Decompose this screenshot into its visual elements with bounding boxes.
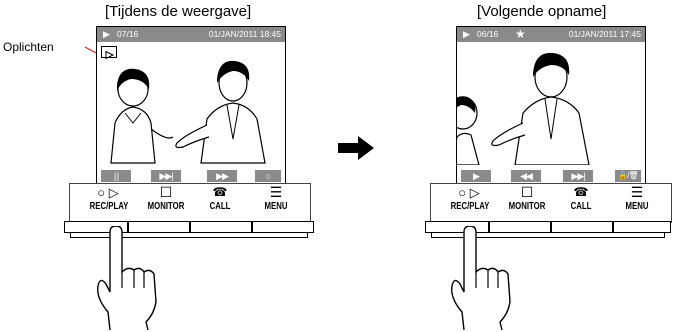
monitor-label: MONITOR [507, 201, 548, 212]
right-status-bar: ▶ 06/16 ★ 01/JAN/2011 17:45 [457, 27, 645, 42]
softkey-rewind[interactable]: ◀◀ [511, 170, 541, 182]
rec-play-label: REC/PLAY [451, 201, 490, 212]
left-screen: ▶ 07/16 01/JAN/2011 18:45 | | ▶▶| ▶▶ ○ [96, 26, 286, 185]
play-icon: ▶ [463, 27, 470, 42]
call-button[interactable] [551, 222, 611, 233]
call-label: CALL [564, 201, 598, 212]
menu-label: MENU [259, 201, 293, 212]
monitor-icon: ☐ [507, 185, 547, 199]
call-icon: ☎ [561, 185, 601, 199]
hand-pointer-icon [442, 226, 522, 332]
monitor-label: MONITOR [146, 201, 187, 212]
left-datetime: 01/JAN/2011 18:45 [209, 27, 281, 42]
call-label: CALL [203, 201, 237, 212]
hand-pointer-icon [88, 226, 168, 332]
video-scene [97, 43, 285, 165]
menu-button[interactable] [252, 222, 310, 233]
menu-label: MENU [620, 201, 654, 212]
left-device-panel: ○ ▷ ☐ ☎ ☰ REC/PLAY MONITOR CALL MENU [69, 183, 311, 223]
video-scene [457, 43, 645, 165]
menu-button[interactable] [613, 222, 669, 233]
monitor-icon: ☐ [146, 185, 186, 199]
star-icon: ★ [515, 27, 526, 42]
arrow-right-icon [338, 136, 374, 160]
rec-play-icon: ○ ▷ [449, 186, 489, 200]
left-status-bar: ▶ 07/16 01/JAN/2011 18:45 [97, 27, 285, 42]
right-device-panel: ○ ▷ ☐ ☎ ☰ REC/PLAY MONITOR CALL MENU [430, 183, 672, 223]
right-datetime: 01/JAN/2011 17:45 [569, 27, 641, 42]
menu-icon: ☰ [617, 185, 657, 199]
right-counter: 06/16 [477, 27, 498, 42]
left-counter: 07/16 [117, 27, 138, 42]
callout-label: Oplichten [3, 40, 54, 54]
softkey-record[interactable]: ○ [255, 170, 281, 182]
call-button[interactable] [190, 222, 250, 233]
left-softkeys: | | ▶▶| ▶▶ ○ [97, 168, 285, 184]
softkey-play[interactable]: ▶ [461, 170, 491, 182]
right-softkeys: ▶ ◀◀ ▶▶| 🔒/🗑 [457, 168, 645, 184]
play-icon: ▶ [103, 27, 110, 42]
softkey-fast-forward[interactable]: ▶▶ [207, 170, 237, 182]
rec-play-icon: ○ ▷ [88, 186, 128, 200]
rec-play-label: REC/PLAY [90, 201, 129, 212]
softkey-protect-delete[interactable]: 🔒/🗑 [615, 170, 641, 182]
softkey-skip-next[interactable]: ▶▶| [563, 170, 593, 182]
right-heading: [Volgende opname] [477, 3, 606, 20]
left-heading: [Tijdens de weergave] [105, 3, 251, 20]
right-screen: ▶ 06/16 ★ 01/JAN/2011 17:45 ▶ ◀◀ ▶▶| 🔒/🗑 [456, 26, 646, 185]
softkey-skip-forward[interactable]: ▶▶| [151, 170, 181, 182]
call-icon: ☎ [200, 185, 240, 199]
menu-icon: ☰ [256, 185, 296, 199]
softkey-pause[interactable]: | | [101, 170, 131, 182]
